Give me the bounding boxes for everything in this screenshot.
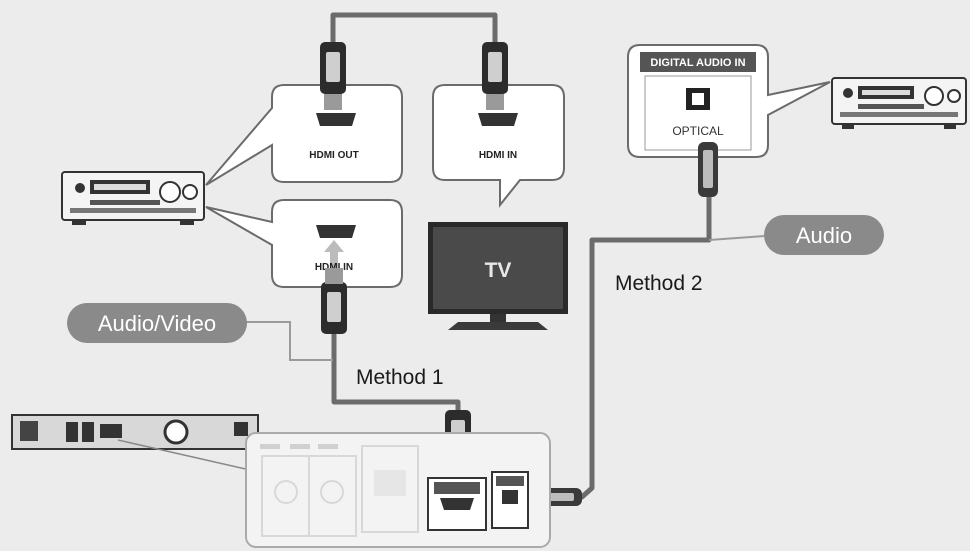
player-rear-panel-zoom bbox=[245, 432, 551, 548]
method-2-label: Method 2 bbox=[615, 272, 703, 295]
hdmi-out-port-icon bbox=[316, 113, 356, 126]
tv-screen bbox=[433, 227, 563, 309]
audio-tag: Audio bbox=[764, 215, 884, 255]
hdmi-out-label: HDMI OUT bbox=[309, 150, 358, 161]
hdmi-plug-top-left bbox=[320, 42, 346, 110]
hdmi-in-tv-bubble bbox=[432, 84, 565, 208]
tv-device: TV bbox=[428, 222, 568, 330]
audio-video-leader bbox=[246, 321, 333, 361]
method-1-label: Method 1 bbox=[356, 366, 444, 389]
hdmi-in-receiver-label: HDMI IN bbox=[315, 262, 353, 273]
hdmi-in-receiver-callout: HDMI IN bbox=[205, 199, 403, 288]
digital-audio-header-bar bbox=[640, 52, 756, 72]
hdmi-in-receiver-bubble bbox=[205, 199, 403, 288]
digital-audio-label: DIGITAL AUDIO IN bbox=[650, 57, 745, 69]
tv-neck bbox=[490, 314, 506, 322]
player-zoom-line bbox=[117, 439, 251, 471]
audio-video-pill bbox=[67, 303, 247, 343]
hdmi-in-tv-callout: HDMI IN bbox=[432, 84, 565, 208]
av-receiver-left bbox=[61, 171, 205, 225]
hdmi-plug-top-right bbox=[482, 42, 508, 110]
hdmi-cable-top bbox=[330, 12, 498, 58]
av-receiver-right bbox=[831, 77, 967, 129]
leader-lines bbox=[246, 235, 765, 361]
audio-leader bbox=[708, 235, 765, 241]
hdmi-out-callout: HDMI OUT bbox=[205, 84, 403, 186]
insert-arrow-icon bbox=[324, 240, 344, 270]
hdmi-in-tv-label: HDMI IN bbox=[479, 150, 517, 161]
optical-cable-method2 bbox=[547, 192, 712, 500]
audio-pill bbox=[764, 215, 884, 255]
optical-port-inner-icon bbox=[692, 93, 704, 105]
optical-plug-top bbox=[698, 142, 718, 197]
audio-text: Audio bbox=[796, 223, 852, 248]
audio-video-text: Audio/Video bbox=[98, 311, 216, 336]
hdmi-plug-receiver bbox=[321, 268, 347, 334]
optical-label: OPTICAL bbox=[672, 124, 724, 138]
tv-stand bbox=[448, 322, 548, 330]
hdmi-cable-method1 bbox=[331, 332, 461, 418]
hdmi-in-receiver-port-icon bbox=[316, 225, 356, 238]
faded-lan-port bbox=[361, 445, 419, 533]
audio-video-tag: Audio/Video bbox=[67, 303, 247, 343]
digital-audio-panel bbox=[644, 75, 752, 151]
player-device bbox=[11, 414, 259, 471]
hdmi-out-bubble bbox=[205, 84, 403, 186]
tv-label: TV bbox=[485, 259, 512, 282]
digital-audio-callout: DIGITAL AUDIO IN OPTICAL bbox=[627, 44, 831, 158]
hdmi-in-tv-port-icon bbox=[478, 113, 518, 126]
